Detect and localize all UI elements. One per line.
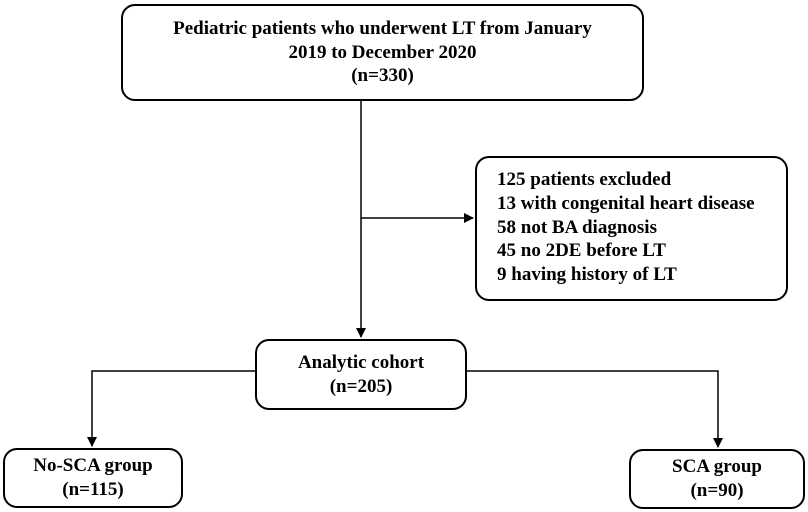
source-population-line-1: Pediatric patients who underwent LT from… xyxy=(173,17,592,39)
exclusion-box: 125 patients excluded 13 with congenital… xyxy=(475,156,788,301)
no-sca-group-box: No-SCA group (n=115) xyxy=(3,448,183,508)
arrow-cohort-to-nosca xyxy=(87,370,255,447)
sca-group-count: (n=90) xyxy=(690,480,744,501)
analytic-cohort-box: Analytic cohort (n=205) xyxy=(255,339,467,410)
source-population-count: (n=330) xyxy=(351,65,414,87)
exclusion-reason-not-ba: 58 not BA diagnosis xyxy=(497,216,657,238)
source-population-box: Pediatric patients who underwent LT from… xyxy=(121,4,644,101)
arrow-cohort-to-sca xyxy=(467,370,723,448)
exclusion-reason-congenital-heart: 13 with congenital heart disease xyxy=(497,192,755,214)
no-sca-group-label: No-SCA group xyxy=(33,455,153,477)
analytic-cohort-count: (n=205) xyxy=(329,375,393,397)
analytic-cohort-label: Analytic cohort xyxy=(297,351,425,373)
sca-group-label: SCA group xyxy=(672,456,762,478)
exclusion-total: 125 patients excluded xyxy=(497,169,672,190)
exclusion-reason-no-2de: 45 no 2DE before LT xyxy=(497,240,666,262)
exclusion-reason-history-lt: 9 having history of LT xyxy=(497,264,677,285)
no-sca-group-count: (n=115) xyxy=(62,479,124,500)
sca-group-box: SCA group (n=90) xyxy=(629,449,805,509)
source-population-line-2: 2019 to December 2020 xyxy=(288,41,477,63)
